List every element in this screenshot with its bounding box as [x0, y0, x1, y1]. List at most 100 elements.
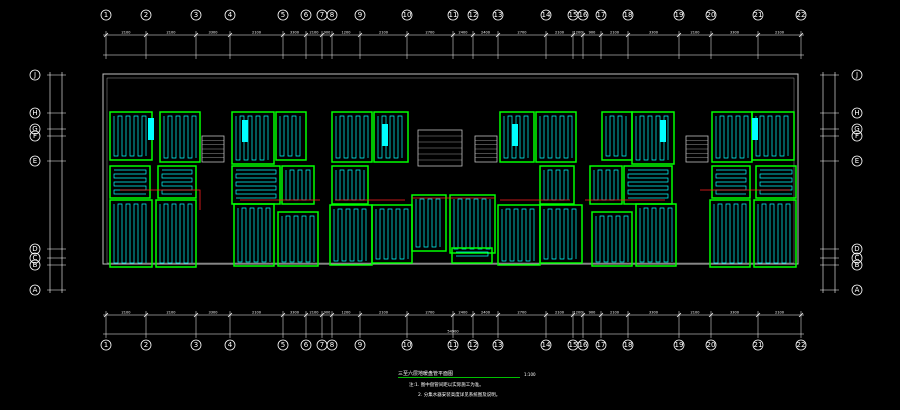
top-grid-bubble-11	[447, 9, 459, 21]
top-dim-value-2: 2100	[167, 31, 176, 35]
right-grid-bubble-B	[851, 259, 863, 271]
bottom-dim-value-18: 3300	[649, 311, 658, 315]
bottom-grid-bubble-11	[447, 339, 459, 351]
bottom-dim-value-15: 1200	[574, 311, 583, 315]
top-grid-label-8: 8	[330, 11, 334, 19]
right-grid-label-A: A	[855, 286, 860, 294]
right-grid-label-J: J	[855, 71, 858, 79]
bottom-dim-slash-5	[280, 312, 286, 318]
top-dim-slash-4	[227, 32, 233, 38]
top-grid-label-1: 1	[104, 11, 108, 19]
left-grid-label-E: E	[33, 157, 37, 165]
top-dim-slash-16	[580, 32, 586, 38]
heating-coil-22	[539, 115, 573, 159]
room-18	[411, 194, 447, 252]
top-dim-value-17: 2100	[610, 31, 619, 35]
left-grid-bubble-H	[29, 107, 41, 119]
bottom-dim-slash-19	[676, 312, 682, 318]
top-dim-slash-17	[598, 32, 604, 38]
top-grid-bubble-8	[326, 9, 338, 21]
top-dim-slash-18	[625, 32, 631, 38]
bottom-dim-value-14: 2100	[555, 311, 564, 315]
heating-coil-17	[375, 208, 409, 260]
bottom-grid-bubble-22	[795, 339, 807, 351]
manifold-6	[752, 118, 758, 140]
bottom-grid-label-20: 20	[707, 341, 716, 349]
bottom-grid-label-17: 17	[597, 341, 606, 349]
bottom-grid-label-5: 5	[281, 341, 285, 349]
top-grid-bubble-22	[795, 9, 807, 21]
bottom-grid-bubble-13	[492, 339, 504, 351]
left-grid-label-G: G	[32, 125, 37, 133]
bottom-grid-label-21: 21	[754, 341, 763, 349]
bottom-grid-label-19: 19	[675, 341, 684, 349]
left-grid-label-F: F	[33, 132, 37, 140]
bottom-dim-slash-13	[495, 312, 501, 318]
top-grid-bubble-21	[752, 9, 764, 21]
bottom-grid-bubble-20	[705, 339, 717, 351]
top-dim-slash-15	[570, 32, 576, 38]
room-5	[109, 165, 151, 199]
bottom-grid-bubble-6	[300, 339, 312, 351]
top-dim-slash-1	[103, 32, 109, 38]
heating-coil-7	[235, 115, 269, 161]
left-grid-bubble-C	[29, 252, 41, 264]
top-dim-value-21: 2100	[775, 31, 784, 35]
bottom-dim-value-2: 2100	[167, 311, 176, 315]
top-grid-bubble-1	[100, 9, 112, 21]
heating-coil-28	[593, 169, 619, 201]
bottom-grid-bubble-1	[100, 339, 112, 351]
top-grid-bubble-4	[224, 9, 236, 21]
bottom-dim-value-5: 3300	[290, 311, 299, 315]
bottom-grid-bubble-9	[354, 339, 366, 351]
bottom-dim-total: 54900	[447, 330, 458, 334]
drawing-title: 三至六层地暖盘管平面图	[398, 370, 453, 377]
manifold-2	[242, 120, 248, 142]
bottom-dim-value-20: 3300	[730, 311, 739, 315]
room-15	[331, 165, 369, 205]
left-grid-bubble-J	[29, 69, 41, 81]
bottom-dim-value-1: 2100	[122, 311, 131, 315]
right-grid-bubble-E	[851, 155, 863, 167]
bottom-dim-slash-15	[570, 312, 576, 318]
top-dim-value-14: 2100	[555, 31, 564, 35]
heating-coil-2	[163, 115, 197, 159]
heating-coil-9	[235, 169, 277, 199]
bottom-dim-value-16: 900	[589, 311, 596, 315]
heating-coil-19	[453, 198, 491, 250]
room-35	[755, 165, 797, 199]
heating-coil-12	[281, 215, 315, 263]
bottom-grid-bubble-4	[224, 339, 236, 351]
room-6	[157, 165, 197, 199]
room-2	[159, 111, 201, 163]
heating-coil-24	[501, 208, 535, 262]
supply-pipe-1	[120, 189, 201, 210]
outer-wall-inner	[106, 77, 795, 264]
outer-wall	[102, 73, 799, 265]
top-grid-bubble-16	[577, 9, 589, 21]
bottom-dim-slash-21	[755, 312, 761, 318]
bottom-dim-slash-16	[580, 312, 586, 318]
top-grid-bubble-18	[622, 9, 634, 21]
bottom-grid-bubble-18	[622, 339, 634, 351]
left-grid-bubble-A	[29, 284, 41, 296]
top-grid-bubble-20	[705, 9, 717, 21]
heating-coil-31	[639, 207, 673, 263]
bottom-grid-label-1: 1	[104, 341, 108, 349]
room-8	[275, 111, 307, 161]
room-14	[373, 111, 409, 163]
bottom-dim-slash-20	[708, 312, 714, 318]
manifold-4	[512, 124, 518, 146]
top-dim-value-6: 2100	[310, 31, 319, 35]
heating-coil-33	[755, 115, 789, 157]
top-dim-value-4: 2100	[252, 31, 261, 35]
top-dim-slash-13	[495, 32, 501, 38]
top-grid-label-11: 11	[449, 11, 458, 19]
bottom-grid-label-12: 12	[469, 341, 478, 349]
top-dim-slash-9	[357, 32, 363, 38]
heating-coil-4	[159, 203, 193, 264]
bottom-dim-value-21: 2100	[775, 311, 784, 315]
top-grid-bubble-10	[401, 9, 413, 21]
top-grid-label-4: 4	[228, 11, 233, 19]
